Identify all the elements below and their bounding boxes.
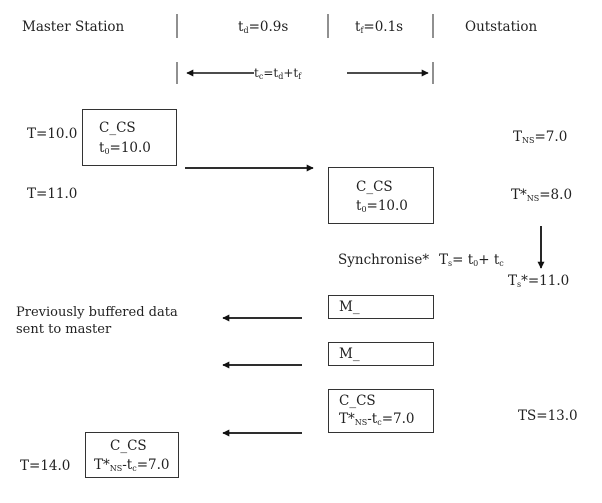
- master-time-3: T=14.0: [20, 458, 71, 474]
- ccs-box-3-value: T*NS-tc=7.0: [339, 411, 415, 427]
- master-time-2: T=11.0: [27, 186, 78, 202]
- buffered-data-line-2: sent to master: [16, 322, 112, 337]
- ts-value: TS=13.0: [518, 408, 578, 424]
- ccs-box-4-title: C_CS: [110, 438, 147, 454]
- tc-formula: tc=td+tf: [254, 66, 302, 81]
- buffered-data-line-1: Previously buffered data: [16, 305, 178, 320]
- m-box-2-label: M_: [339, 346, 360, 362]
- tns-value: TNS=7.0: [513, 129, 568, 145]
- m-box-2: M_: [328, 342, 434, 366]
- ccs-box-3-title: C_CS: [339, 393, 376, 409]
- ccs-box-1-value: t0=10.0: [99, 140, 151, 156]
- m-box-1-label: M_: [339, 299, 360, 315]
- tns-star-value: T*NS=8.0: [511, 187, 573, 203]
- ccs-box-2-title: C_CS: [356, 179, 393, 195]
- ts-star-value: Ts*=11.0: [508, 273, 570, 289]
- td-label: td=0.9s: [238, 19, 289, 35]
- outstation-header: Outstation: [465, 19, 538, 35]
- master-time-1: T=10.0: [27, 126, 78, 142]
- ccs-box-2-value: t0=10.0: [356, 198, 408, 214]
- tf-label: tf=0.1s: [355, 19, 404, 35]
- master-station-header: Master Station: [22, 19, 125, 35]
- synchronise-label: Synchronise*: [338, 252, 430, 268]
- ccs-box-master-2: C_CS T*NS-tc=7.0: [85, 432, 179, 478]
- ccs-box-1-title: C_CS: [99, 120, 136, 136]
- m-box-1: M_: [328, 295, 434, 319]
- ccs-box-4-value: T*NS-tc=7.0: [94, 457, 170, 473]
- ccs-box-response: C_CS T*NS-tc=7.0: [328, 389, 434, 433]
- ts-formula: Ts= t0+ tc: [439, 252, 504, 268]
- ccs-box-outstation: C_CS t0=10.0: [328, 167, 434, 224]
- ccs-box-master-1: C_CS t0=10.0: [82, 109, 177, 166]
